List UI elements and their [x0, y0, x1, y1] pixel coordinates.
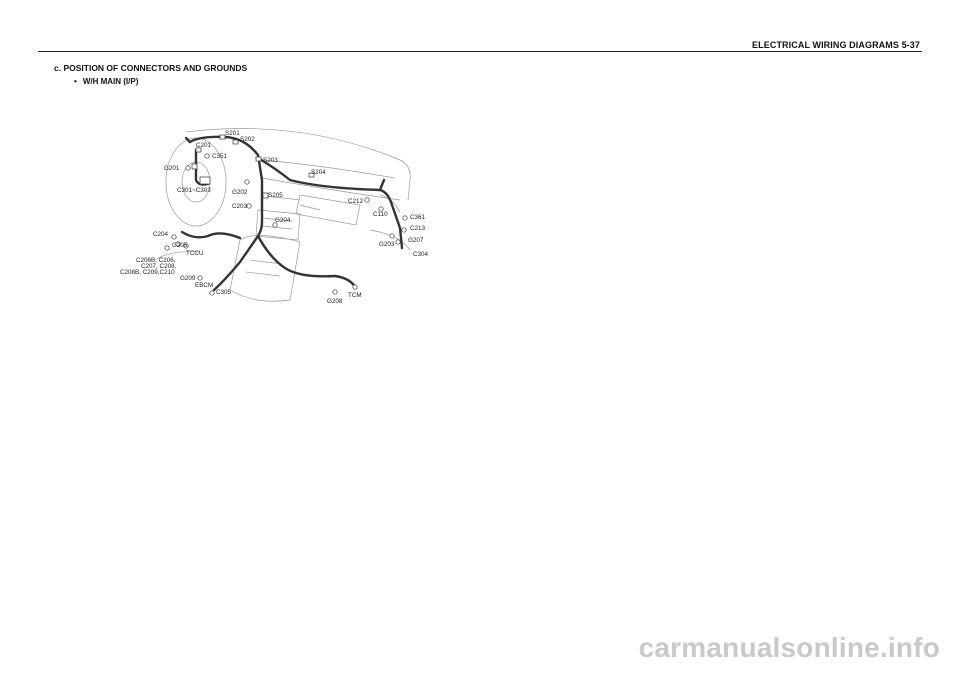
label-s203: S203 — [263, 157, 278, 164]
page-header-title: ELECTRICAL WIRING DIAGRAMS 5-37 — [752, 40, 920, 50]
label-g209: G209 — [180, 275, 196, 282]
label-c351: C351 — [212, 153, 228, 160]
label-c206-line1: C206B, C206, — [136, 257, 176, 264]
label-c212: C212 — [348, 198, 364, 205]
connector-markers — [164, 134, 408, 296]
label-ebcm: EBCM — [195, 282, 213, 289]
label-tcm: TCM — [348, 292, 362, 299]
harness-trunk — [180, 135, 404, 292]
label-s205: S205 — [268, 192, 283, 199]
diagram-labels: S201 S202 C201 C351 S203 G201 S204 C301~… — [120, 130, 429, 305]
bullet-item: • W/H MAIN (I/P) — [74, 77, 138, 86]
label-g201: G201 — [164, 165, 180, 172]
watermark: carmanualsonline.info — [638, 632, 940, 663]
label-g205: G205 — [172, 242, 188, 249]
label-g203: G203 — [379, 241, 395, 248]
label-c201: C201 — [196, 142, 212, 149]
label-s204: S204 — [311, 169, 326, 176]
label-c206-line3: C208B, C209,C210 — [120, 269, 175, 276]
label-c110: C110 — [373, 211, 388, 218]
label-g204: G204 — [275, 217, 291, 224]
label-c301-c303: C301~C303 — [177, 187, 211, 194]
header-rule — [38, 51, 922, 52]
label-tccu: TCCU — [186, 250, 204, 257]
label-s201: S201 — [225, 130, 240, 137]
label-s202: S202 — [240, 136, 255, 143]
label-c361: C361 — [410, 214, 426, 221]
label-c206-line2: C207, C208, — [141, 263, 177, 270]
label-c204: C204 — [153, 231, 169, 238]
label-c203: C203 — [232, 203, 248, 210]
label-g202: G202 — [232, 189, 248, 196]
section-heading: c. POSITION OF CONNECTORS AND GROUNDS — [54, 63, 248, 73]
label-c213: C213 — [410, 225, 426, 232]
label-g208: G208 — [327, 298, 343, 305]
label-g207: G207 — [408, 237, 424, 244]
bullet-item-label: W/H MAIN (I/P) — [82, 77, 139, 86]
bullet-dot: • — [74, 77, 77, 86]
label-c304: C304 — [413, 251, 429, 258]
label-c305: C305 — [216, 289, 232, 296]
